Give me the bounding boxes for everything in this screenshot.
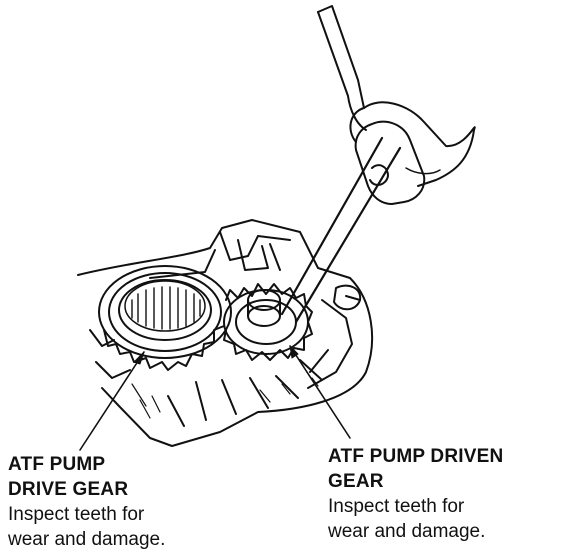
housing-bolt-boss — [333, 284, 362, 311]
leader-arrow-driven-gear — [289, 345, 299, 359]
driven-gear-title-line2: GEAR — [328, 471, 384, 492]
screwdriver — [280, 120, 426, 324]
leader-arrow-drive-gear — [133, 351, 145, 365]
driven-gear — [223, 283, 313, 361]
hand — [317, 5, 476, 187]
driven-gear-desc-line1: Inspect teeth for — [328, 496, 465, 517]
drive-gear-desc-line2: wear and damage. — [8, 529, 166, 550]
drive-gear-desc-line1: Inspect teeth for — [8, 504, 145, 525]
driven-gear-title-line1: ATF PUMP DRIVEN — [328, 446, 504, 467]
housing-top-edge — [149, 231, 291, 279]
callout-drive-gear: ATF PUMP DRIVE GEAR Inspect teeth for we… — [8, 452, 238, 552]
housing-outline — [77, 219, 374, 447]
housing-channel-right — [307, 295, 361, 389]
housing-channel-left — [89, 329, 131, 379]
leader-line-drive-gear — [79, 351, 145, 451]
leader-line-driven-gear — [289, 345, 351, 439]
housing-hatching — [131, 377, 319, 419]
drive-gear-title-line1: ATF PUMP — [8, 454, 106, 475]
driven-gear-teeth — [223, 283, 313, 361]
callout-driven-gear: ATF PUMP DRIVEN GEAR Inspect teeth for w… — [328, 444, 568, 544]
housing-bottom-ribs — [167, 359, 323, 427]
housing-inner-rib — [237, 239, 281, 271]
driven-gear-desc-line2: wear and damage. — [328, 521, 486, 542]
drive-gear — [98, 265, 232, 371]
drive-gear-teeth — [103, 325, 225, 371]
drive-gear-title-line2: DRIVE GEAR — [8, 479, 129, 500]
